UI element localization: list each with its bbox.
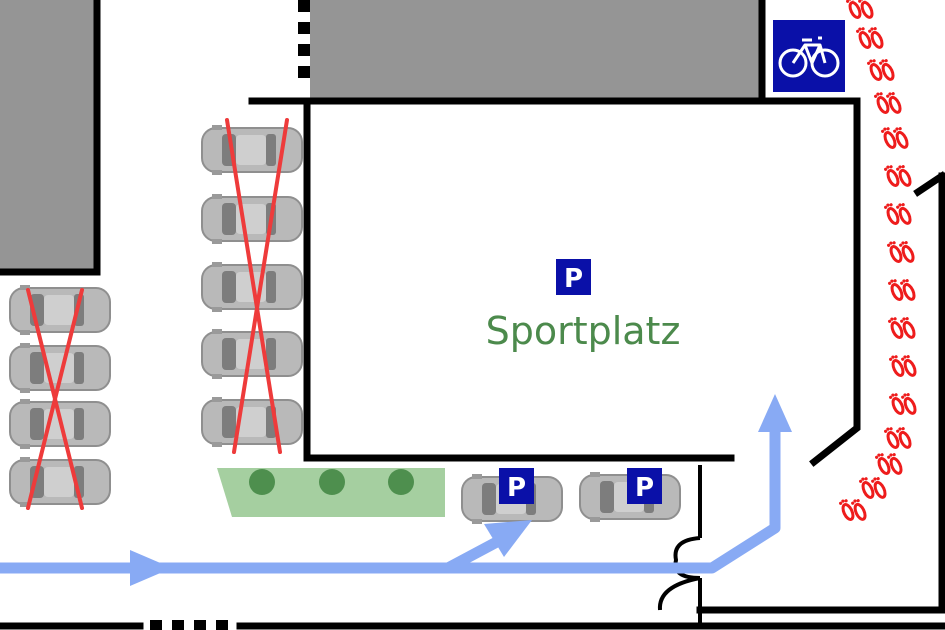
footprint-icon [885,271,919,308]
parking-sign-icon: P [627,468,662,504]
tree-icon [388,469,414,495]
venue-label: Sportplatz [486,309,681,353]
entrance-marks-top [298,0,310,78]
footprint-icon [881,419,915,456]
entrance-marks-bottom [150,620,228,630]
footprint-icon [836,491,870,528]
building-left [0,0,97,272]
footprint-icon [885,309,919,346]
route-arrows [0,394,792,586]
parking-sign-icon: P [499,468,534,504]
tree-icon [249,469,275,495]
footprints-icon [836,0,920,528]
no-parking-cross-icon [225,118,282,454]
sportplatz-outline [248,97,861,467]
building-top [310,0,762,101]
footprint-icon [881,195,915,232]
footprint-icon [872,445,906,482]
svg-text:P: P [507,473,526,503]
footprint-icon [856,469,890,506]
no-parking-zone-left [9,284,111,510]
footprint-icon [881,157,915,194]
footprint-icon [864,51,898,88]
footprint-icon [886,385,920,422]
gate [657,465,702,626]
svg-text:P: P [564,264,583,294]
footprint-icon [843,0,877,26]
footprint-icon [884,233,918,270]
parking-sign-icon: P [556,259,591,295]
no-parking-zone-middle [201,118,303,454]
tree-icon [319,469,345,495]
right-boundary [696,172,945,614]
footprint-icon [886,347,920,384]
bicycle-sign-icon [773,20,845,92]
footprint-icon [878,119,912,156]
footprint-icon [871,84,905,121]
footprint-icon [853,19,887,56]
svg-text:P: P [635,473,654,503]
